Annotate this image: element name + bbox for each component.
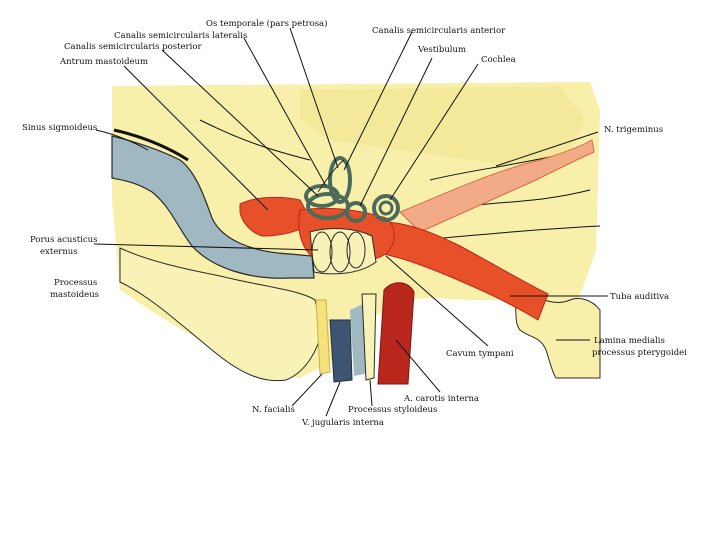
mastoid-antrum [239, 196, 313, 237]
label-cavum: Cavum tympani [446, 349, 514, 359]
label-carotis: A. carotis interna [403, 394, 479, 404]
label-lamina-2: processus pterygoidei [592, 348, 687, 358]
label-porus-2: externus [40, 247, 78, 257]
label-canalis-lateralis: Canalis semicircularis lateralis [114, 31, 247, 41]
label-porus-1: Porus acusticus [30, 235, 98, 245]
label-os-temporale: Os temporale (pars petrosa) [206, 18, 327, 29]
label-antrum: Antrum mastoideum [59, 57, 148, 67]
label-jugularis: V. jugularis interna [301, 418, 384, 428]
vestibule [345, 201, 367, 223]
label-cochlea: Cochlea [481, 55, 516, 65]
label-facialis: N. facialis [252, 405, 295, 415]
label-vestibulum: Vestibulum [417, 45, 466, 55]
cochlea-coil [372, 194, 400, 222]
styloid-process [361, 293, 377, 381]
sigmoid-sinus [111, 135, 315, 279]
label-trigeminus: N. trigeminus [604, 125, 663, 135]
internal-jugular-vein [329, 319, 353, 383]
mastoid-process [119, 247, 323, 382]
label-sinus: Sinus sigmoideus [22, 123, 97, 133]
label-canalis-anterior: Canalis semicircularis anterior [372, 26, 506, 36]
sigmoid-sinus-shadow [113, 128, 189, 162]
label-styloideus: Processus styloideus [348, 405, 437, 415]
label-lamina-1: Lamina medialis [594, 336, 665, 346]
external-acoustic-meatus [309, 228, 377, 275]
internal-carotid-artery [377, 282, 415, 385]
labyrinth [304, 156, 400, 223]
label-tuba: Tuba auditiva [610, 292, 669, 302]
labels: Os temporale (pars petrosa) Canalis semi… [22, 18, 687, 428]
bone-shading-top [300, 86, 585, 170]
label-processus-mast-2: mastoideus [50, 290, 99, 300]
facial-nerve [315, 299, 331, 375]
anterior-semicircular-canal [328, 156, 352, 204]
leader-lines [93, 27, 608, 417]
label-processus-mast-1: Processus [54, 278, 97, 288]
auditory-tube [371, 221, 549, 321]
trigeminal-nerve [399, 139, 595, 233]
label-canalis-posterior: Canalis semicircularis posterior [64, 42, 202, 52]
labyrinth-outline [317, 159, 345, 193]
